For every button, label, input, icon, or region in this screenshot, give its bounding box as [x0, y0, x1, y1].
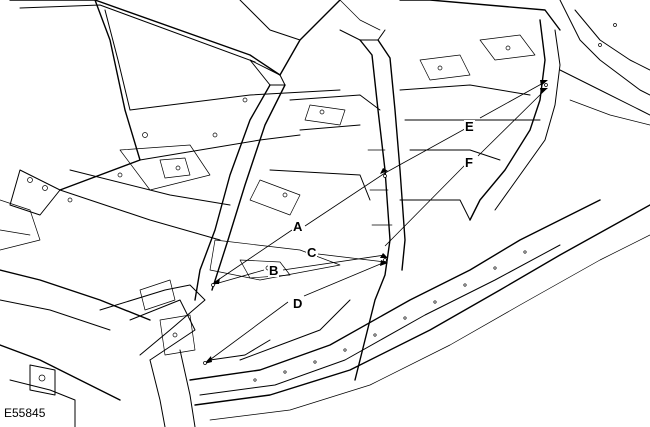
leader-line-b: [214, 269, 265, 285]
callout-c: C: [306, 245, 318, 260]
callout-d: D: [292, 296, 304, 311]
callout-b: B: [268, 263, 280, 278]
a-pillar-frame: [59, 0, 286, 301]
figure-reference-number: E55845: [4, 406, 46, 420]
roof-structure: [9, 0, 650, 96]
floor-pan: [59, 34, 541, 281]
sill-panel: [189, 199, 650, 421]
b-pillar: [339, 29, 406, 381]
leader-lines: [206, 81, 546, 363]
leader-line-f-2: [477, 89, 546, 157]
callout-f: F: [464, 155, 474, 170]
leader-line-a-2: [304, 172, 386, 227]
leader-line-d-2: [303, 261, 386, 297]
leader-line-f: [384, 164, 466, 247]
front-structure: [0, 169, 206, 427]
leader-line-d: [206, 301, 289, 363]
leader-line-b-2: [282, 254, 386, 271]
leader-line-a: [214, 229, 293, 283]
attachment-points: [203, 80, 548, 365]
leader-line-e: [384, 124, 473, 174]
fastener-holes: [27, 23, 617, 382]
callout-e: E: [464, 119, 475, 134]
c-pillar: [469, 19, 650, 221]
leader-line-e-2: [479, 81, 546, 119]
leader-line-c: [317, 253, 386, 263]
callout-a: A: [292, 219, 304, 234]
